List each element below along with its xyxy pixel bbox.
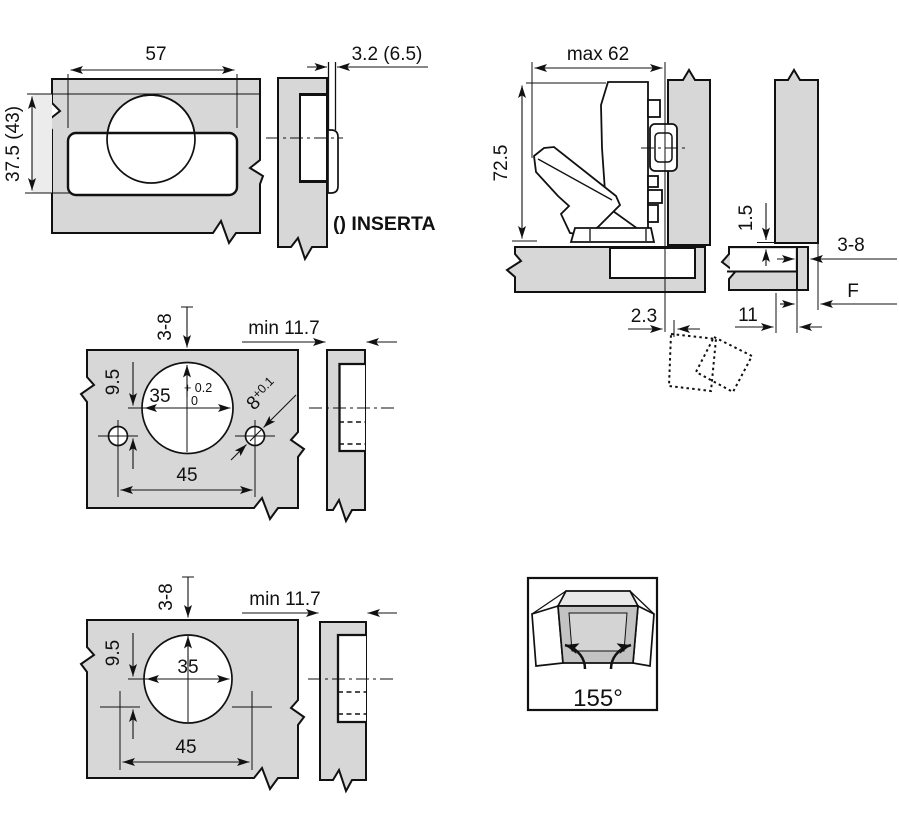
dim-hinge-height-label: 72.5 xyxy=(491,145,512,182)
dim-gap-label: 1.5 xyxy=(736,205,757,231)
cabinet-back-panel xyxy=(568,612,628,652)
hinge-base-plate xyxy=(569,227,656,243)
hinge-cup-clip xyxy=(647,99,661,118)
cup-diameter-label-2: 35 xyxy=(177,657,198,678)
swing-arrow-right xyxy=(609,643,632,670)
door-open-position-1 xyxy=(667,332,718,393)
drilling-pattern-screw-on: 35 + 0.2 0 8+0.1 3-8 min 11.7 9.5 xyxy=(79,306,397,524)
overlay-cross-section: 1.5 3-8 F 11 xyxy=(720,68,897,333)
opening-angle-label: 155° xyxy=(573,685,623,712)
min-depth-label: min 11.7 xyxy=(248,318,319,339)
cup-protrusion-tab xyxy=(327,129,339,194)
drilling-pattern-press-in: 35 3-8 min 11.7 9.5 45 xyxy=(79,576,397,794)
side-panel-strip xyxy=(32,94,52,193)
dim-pivot-label: 2.3 xyxy=(631,306,657,327)
swing-arrow-left xyxy=(564,643,587,670)
dim-height-label: 37.5 (43) xyxy=(3,106,24,182)
cup-tolerance-lower: 0 xyxy=(191,394,198,408)
offset-label: 9.5 xyxy=(103,369,124,395)
dim-depth-label: max 62 xyxy=(567,44,629,65)
door-open-position-2 xyxy=(694,335,754,394)
door-edge-side-view: 3.2 (6.5) () INSERTA xyxy=(266,44,436,262)
edge-distance-label-2: 3-8 xyxy=(156,583,177,610)
hinge-side-view: max 62 72.5 2.3 xyxy=(491,44,754,394)
door-front-view: 57 37.5 (43) xyxy=(3,44,265,246)
mounting-plate-recess xyxy=(609,247,696,279)
door-panel-section xyxy=(774,68,819,244)
min-depth-label-2: min 11.7 xyxy=(249,589,320,610)
dim-plate-distance-label: 11 xyxy=(738,305,758,326)
spacing-label: 45 xyxy=(176,465,197,486)
cabinet-side-panel xyxy=(667,68,711,246)
offset-label-2: 9.5 xyxy=(103,640,124,666)
edge-distance-label: 3-8 xyxy=(155,313,176,340)
dim-width-label: 57 xyxy=(145,44,166,65)
opening-angle-icon: 155° xyxy=(526,576,659,712)
dim-thickness-label: 3.2 (6.5) xyxy=(352,44,423,65)
inserta-variant-label: () INSERTA xyxy=(333,213,436,235)
spacing-label-2: 45 xyxy=(175,737,196,758)
cup-tolerance-upper: + 0.2 xyxy=(184,381,212,395)
cabinet-top-face xyxy=(556,590,640,607)
dim-overlay-label: F xyxy=(847,281,859,302)
cup-diameter-label: 35 xyxy=(149,386,170,407)
hinge-arm-cutout xyxy=(66,131,239,197)
dim-range-label: 3-8 xyxy=(837,235,864,256)
